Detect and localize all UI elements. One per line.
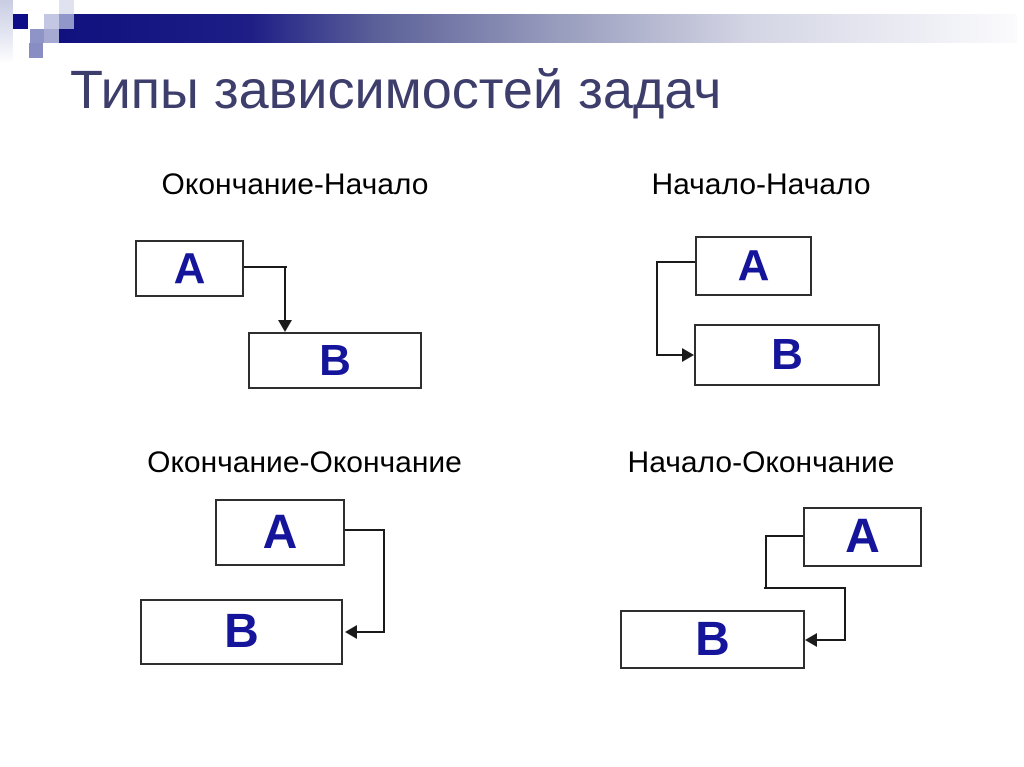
connector-line (844, 587, 846, 641)
deco-square-med-b (44, 29, 59, 43)
connector-line (345, 529, 385, 531)
connector-line (357, 631, 385, 633)
task-box-a: А (803, 507, 922, 567)
task-letter-b: В (319, 335, 351, 385)
deco-square-pale (59, 0, 74, 14)
deco-left-strip (0, 0, 13, 64)
connector-line (656, 261, 658, 356)
task-box-a: А (135, 240, 244, 297)
arrow-left-icon (345, 625, 357, 639)
task-letter-b: В (224, 605, 259, 658)
task-box-a: А (695, 236, 812, 296)
header-gradient-bar (59, 14, 1017, 43)
deco-square-med-c (29, 43, 43, 58)
diagram-label: Окончание-Начало (161, 168, 429, 201)
deco-square-notch (59, 14, 74, 29)
deco-square-med-a (30, 29, 44, 43)
deco-square-light (44, 14, 59, 29)
task-letter-a: А (173, 243, 206, 293)
connector-line (817, 639, 846, 641)
task-box-b: В (620, 610, 805, 669)
diagram-label: Начало-Окончание (627, 446, 895, 479)
task-box-b: В (248, 332, 422, 389)
arrow-left-icon (805, 633, 817, 647)
connector-line (656, 354, 682, 356)
connector-line (765, 535, 767, 589)
arrow-down-icon (278, 320, 292, 332)
arrow-right-icon (682, 348, 694, 362)
page-title: Типы зависимостей задач (70, 60, 722, 120)
task-letter-b: В (695, 612, 730, 666)
task-letter-a: А (845, 510, 880, 563)
diagram-label: Начало-Начало (651, 168, 871, 201)
connector-line (656, 261, 695, 263)
task-letter-a: А (262, 505, 298, 559)
task-letter-a: А (737, 241, 770, 290)
task-box-b: В (140, 599, 343, 665)
deco-square-dark (13, 14, 28, 29)
connector-line (244, 266, 287, 268)
connector-line (765, 535, 803, 537)
connector-line (383, 529, 385, 633)
connector-line (764, 587, 846, 589)
connector-line (284, 266, 286, 320)
diagram-label: Окончание-Окончание (147, 446, 462, 479)
task-letter-b: В (771, 330, 803, 379)
task-box-b: В (694, 324, 880, 386)
task-box-a: А (215, 499, 345, 566)
